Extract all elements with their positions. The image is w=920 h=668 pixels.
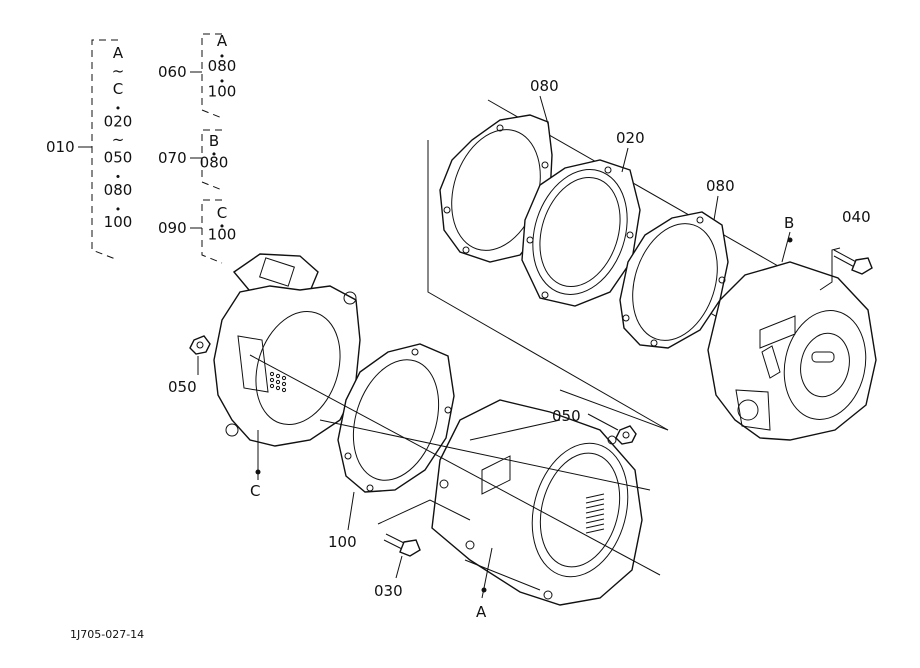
mesh-line xyxy=(585,518,605,524)
legend-line: 020 xyxy=(104,112,133,130)
legend-line: • xyxy=(219,220,226,233)
gasket-080-mid xyxy=(619,211,729,349)
legend-line: A xyxy=(217,32,228,50)
bolt-030 xyxy=(383,533,421,557)
ref-c-dot xyxy=(255,469,261,475)
legend-010-bracket xyxy=(91,39,119,261)
leader-020 xyxy=(621,147,629,173)
nut-050-left xyxy=(189,335,211,355)
legend-line: ~ xyxy=(112,130,125,148)
legend-line: C xyxy=(217,204,227,222)
inlet-chamber xyxy=(707,261,877,441)
legend-090-lines: C•100 xyxy=(208,204,237,244)
callout-080-mid: 080 xyxy=(706,177,735,195)
legend-070-lines: B•080 xyxy=(200,132,229,172)
lower-axis-line xyxy=(319,419,651,491)
callout-100: 100 xyxy=(328,533,357,551)
legend-010-lines: A~C•020~050•080•100 xyxy=(104,44,133,231)
callout-040: 040 xyxy=(842,208,871,226)
housing-hole xyxy=(281,387,287,393)
housing-hole xyxy=(269,377,275,383)
leader-080-top xyxy=(539,95,549,125)
leader-050-right xyxy=(587,413,619,431)
legend-line: • xyxy=(115,203,122,216)
legend-line: 100 xyxy=(208,82,237,100)
housing-hole xyxy=(281,381,287,387)
mesh-line xyxy=(585,523,605,529)
legend-line: 080 xyxy=(200,154,229,172)
leader-b xyxy=(781,231,791,263)
lower-frame-line xyxy=(377,499,471,525)
legend-line: • xyxy=(115,170,122,183)
mesh-line xyxy=(585,528,605,534)
legend-group-070: 070 B•080 xyxy=(158,129,229,191)
legend-line: 080 xyxy=(208,57,237,75)
housing-hole xyxy=(269,371,275,377)
legend-060-code: 060 xyxy=(158,63,187,81)
ref-b-dot xyxy=(787,237,793,243)
leader-030 xyxy=(395,555,403,579)
flange-020 xyxy=(521,159,641,307)
callout-080-top: 080 xyxy=(530,77,559,95)
housing-hole-grid xyxy=(269,371,287,393)
legend-070-code: 070 xyxy=(158,149,187,167)
legend-line: 100 xyxy=(208,226,237,244)
legend-line: • xyxy=(211,148,218,161)
leader-080-mid xyxy=(713,195,719,221)
housing-hole xyxy=(281,375,287,381)
mesh-line xyxy=(585,503,605,509)
mesh-line xyxy=(585,498,605,504)
lower-guide-line xyxy=(559,389,669,431)
mesh-line xyxy=(585,493,605,499)
mesh-line xyxy=(585,513,605,519)
nut-050-right xyxy=(615,425,637,445)
bolt-040-leader-path xyxy=(819,247,841,291)
lower-center-line xyxy=(249,354,661,576)
bolt-040 xyxy=(833,249,873,275)
callout-050-left: 050 xyxy=(168,378,197,396)
ref-a-dot xyxy=(481,587,487,593)
legend-line: • xyxy=(219,50,226,63)
callout-030: 030 xyxy=(374,582,403,600)
mesh-line xyxy=(585,508,605,514)
legend-line: 080 xyxy=(104,181,133,199)
gasket-100 xyxy=(337,343,455,493)
legend-line: • xyxy=(115,102,122,115)
leader-100 xyxy=(347,491,355,531)
housing-hole xyxy=(275,385,281,391)
filter-body-a xyxy=(431,399,643,606)
legend-group-010: 010 A~C•020~050•080•100 xyxy=(46,39,133,261)
legend-line: ~ xyxy=(112,62,125,80)
outlet-housing xyxy=(213,253,361,447)
drawing-id: 1J705-027-14 xyxy=(70,628,144,641)
legend-line: B xyxy=(209,132,219,150)
legend-line: C xyxy=(113,80,123,98)
filter-mesh xyxy=(585,493,605,534)
callout-c: C xyxy=(250,482,260,500)
legend-line: 100 xyxy=(104,213,133,231)
housing-hole xyxy=(275,373,281,379)
callout-b: B xyxy=(784,214,794,232)
legend-060-lines: A•080•100 xyxy=(208,32,237,100)
legend-090-code: 090 xyxy=(158,219,187,237)
callout-050-right: 050 xyxy=(552,407,581,425)
housing-hole xyxy=(275,379,281,385)
legend-line: 050 xyxy=(104,148,133,166)
housing-hole xyxy=(269,383,275,389)
callout-020: 020 xyxy=(616,129,645,147)
legend-group-090: 090 C•100 xyxy=(158,199,237,264)
upper-group-frame xyxy=(427,140,669,431)
legend-group-060: 060 A•080•100 xyxy=(158,32,237,119)
callout-a: A xyxy=(476,603,487,621)
legend-090-bracket xyxy=(201,199,223,264)
legend-line: • xyxy=(219,75,226,88)
legend-010-code: 010 xyxy=(46,138,75,156)
legend-line: A xyxy=(113,44,124,62)
